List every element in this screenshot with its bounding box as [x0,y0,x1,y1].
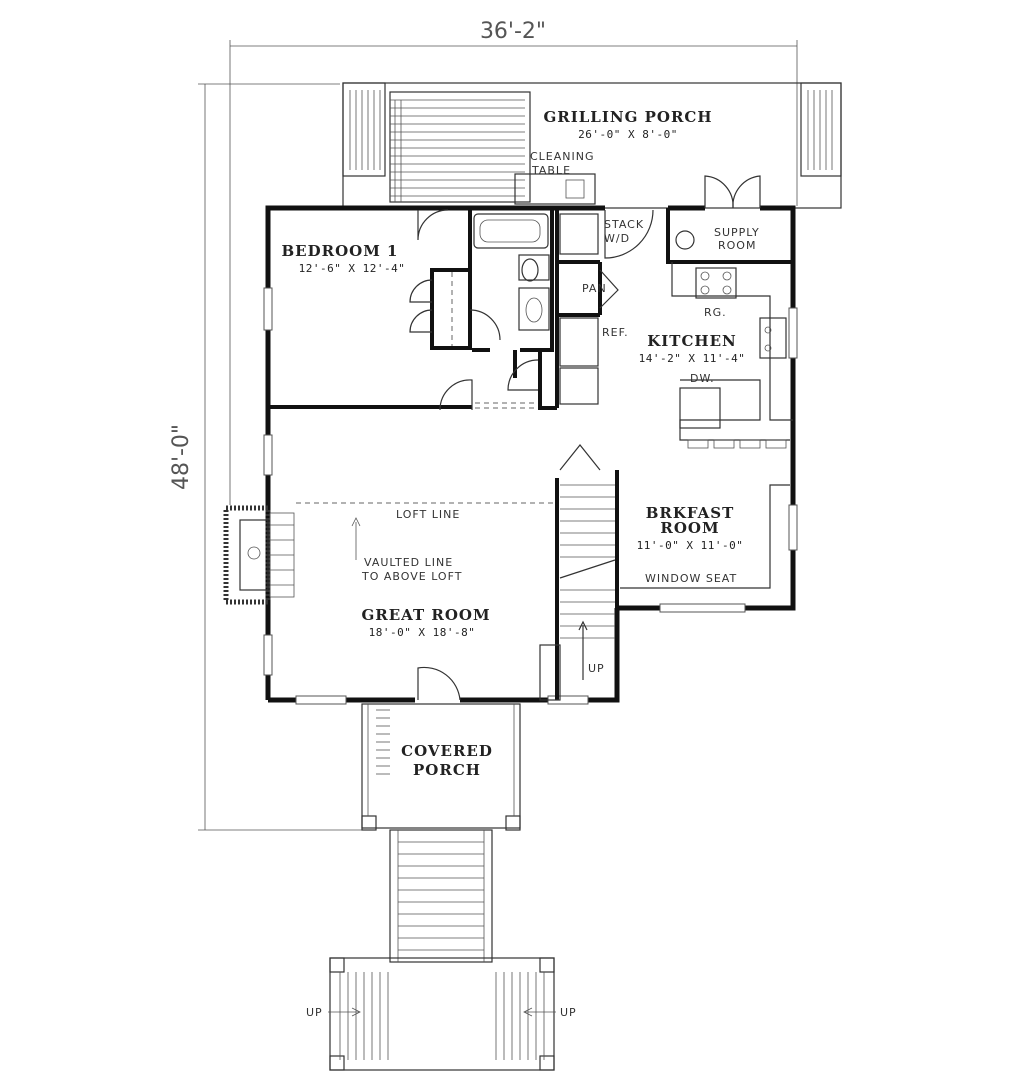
porch-stairs [389,91,531,203]
main-stairs: UP [539,444,619,701]
depth-label: 48'-0" [169,424,194,490]
bathroom [439,206,557,411]
breakfast-room: BRKFAST ROOM 11'-0" X 11'-0" WINDOW SEAT [620,484,790,589]
stack-label-2: W/D [604,232,630,245]
supply-label-1: SUPPLY [714,226,760,239]
loft-line-label: LOFT LINE [396,508,460,521]
ref-label: REF. [602,326,629,339]
supply-room: SUPPLY ROOM [666,175,793,264]
great-room: LOFT LINE VAULTED LINE TO ABOVE LOFT GRE… [296,502,555,701]
vaulted-label-1: VAULTED LINE [364,556,453,569]
entry-up-right-label: UP [560,1006,577,1019]
depth-dimension: 48'-0" [169,83,365,831]
grilling-porch: GRILLING PORCH 26'-0" X 8'-0" CLEANING T… [342,82,842,209]
dishwasher-label: DW. [690,372,715,385]
bedroom-label: BEDROOM 1 [282,242,399,260]
laundry-pantry: STACK W/D PAN REF. [555,208,654,408]
great-room-size: 18'-0" X 18'-8" [369,626,476,639]
windows [263,287,798,705]
covered-porch-label-1: COVERED [401,742,493,760]
vaulted-label-2: TO ABOVE LOFT [361,570,462,583]
bedroom-1: BEDROOM 1 12'-6" X 12'-4" [282,208,472,350]
covered-porch: COVERED PORCH [361,703,521,831]
cleaning-table-label-2: TABLE [531,164,571,177]
width-label: 36'-2" [480,19,546,44]
covered-porch-label-2: PORCH [413,761,481,779]
cleaning-table-label-1: CLEANING [530,150,595,163]
breakfast-size: 11'-0" X 11'-0" [637,539,744,552]
grilling-porch-size: 26'-0" X 8'-0" [578,128,678,141]
fireplace [223,505,295,605]
kitchen-size: 14'-2" X 11'-4" [639,352,746,365]
entry-up-left-label: UP [306,1006,323,1019]
breakfast-label-2: ROOM [660,519,719,537]
kitchen: RG. KITCHEN 14'-2" X 11'-4" DW. [639,262,793,449]
great-room-label: GREAT ROOM [361,606,490,624]
entry-door[interactable] [417,666,461,701]
stack-label-1: STACK [604,218,644,231]
entry-landing: UP UP [306,957,577,1071]
bedroom-size: 12'-6" X 12'-4" [299,262,406,275]
cleaning-table [514,173,596,205]
window-seat-label: WINDOW SEAT [645,572,737,585]
width-dimension: 36'-2" [229,19,798,206]
breakfast-label-1: BRKFAST [646,504,735,522]
stair-up-label: UP [588,662,605,675]
kitchen-label: KITCHEN [647,332,736,350]
front-walkway [389,829,493,963]
supply-label-2: ROOM [718,239,756,252]
range-label: RG. [704,306,727,319]
grilling-porch-label: GRILLING PORCH [543,108,712,126]
exterior-walls [265,205,796,703]
pantry-label: PAN [582,282,607,295]
